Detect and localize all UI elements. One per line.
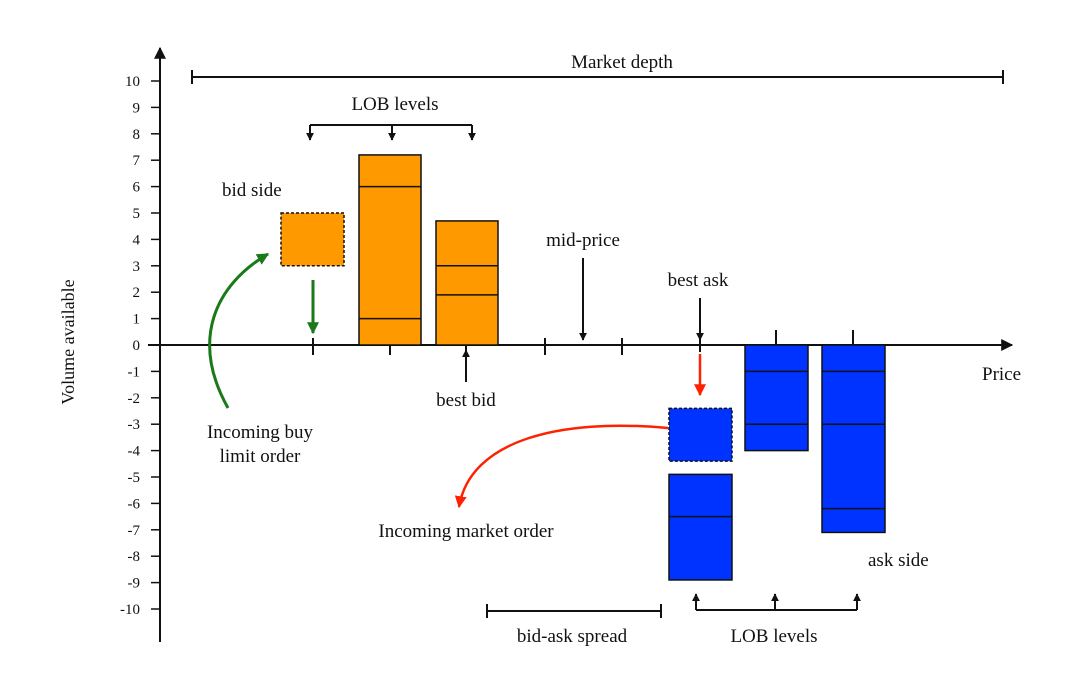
y-tick-label: -2 [128,391,141,407]
y-tick-label: 10 [125,74,140,90]
market-depth-label: Market depth [571,52,673,73]
ask-bars [668,344,886,581]
red-curved-arrow [454,424,669,509]
bid-bar-2 [435,220,499,346]
lob-levels-top-label: LOB levels [351,94,438,115]
incoming-market-order-box [668,407,733,462]
incoming-limit-order-box [280,212,345,267]
y-tick-label: -5 [128,470,141,486]
lob-levels-bottom-bracket [692,593,861,611]
y-tick-label: -4 [128,444,141,460]
y-tick-label: 1 [133,312,141,328]
y-tick-label: -8 [128,549,141,565]
mid-price-label: mid-price [546,230,620,251]
ask-bar-1 [668,473,733,581]
y-tick-label: -3 [128,417,141,433]
best-bid-label: best bid [436,390,496,411]
best-ask-label: best ask [668,270,729,291]
ask-bar-2 [744,344,809,452]
bid-ask-spread-label: bid-ask spread [517,626,628,647]
y-tick-label: 4 [133,232,141,248]
y-axis-label: Volume available [58,279,78,404]
ask-bar-3 [821,344,886,534]
y-tick-label: -1 [128,364,141,380]
y-tick-label: 3 [133,259,141,275]
bid-side-label: bid side [222,180,282,201]
bid-ask-spread-bracket [486,604,662,618]
incoming-market-order-label: Incoming market order [378,521,554,542]
green-curved-arrow [208,252,270,409]
y-tick-label: 0 [133,338,141,354]
y-tick-label: 5 [133,206,141,222]
y-tick-label: -10 [120,602,140,618]
y-tick-label: 9 [133,100,141,116]
y-tick-label: -9 [128,576,141,592]
y-tick-label: 8 [133,127,141,143]
market-depth-bracket [191,70,1004,84]
y-tick-label: 2 [133,285,141,301]
y-tick-label: -6 [128,496,141,512]
y-tick-label: 6 [133,180,141,196]
incoming-buy-label-line1: Incoming buy [207,422,314,443]
y-tick-label: -7 [128,523,141,539]
lob-levels-top-bracket [306,124,476,141]
x-axis-label: Price [982,364,1021,385]
lob-levels-bottom-label: LOB levels [730,626,817,647]
y-tick-label: 7 [133,153,141,169]
bid-bars [358,154,499,346]
incoming-buy-label-line2: limit order [220,446,301,467]
bid-bar-1 [358,154,422,346]
ask-side-label: ask side [868,550,929,571]
